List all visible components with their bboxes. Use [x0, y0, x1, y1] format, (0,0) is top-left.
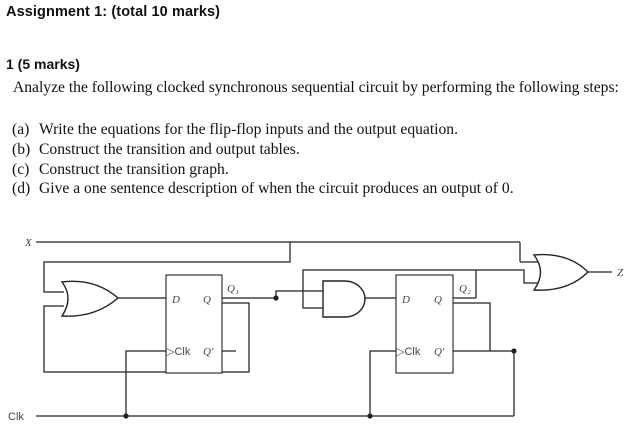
input-x-label: X — [24, 237, 33, 249]
ff1-qbar-label: Q′ — [203, 346, 214, 358]
step-letter: (c) — [12, 160, 30, 178]
junction-dot — [511, 348, 517, 354]
flip-flop-1 — [165, 274, 223, 374]
junction-dot — [273, 295, 279, 301]
step-c: (c) Construct the transition graph. — [12, 160, 514, 180]
clock-label: Clk — [8, 411, 24, 423]
circuit-wires — [36, 241, 612, 417]
step-text: Give a one sentence description of when … — [39, 180, 514, 198]
step-text: Construct the transition graph. — [39, 160, 229, 178]
question-intro: Analyze the following clocked synchronou… — [13, 79, 619, 96]
step-b: (b) Construct the transition and output t… — [12, 140, 514, 160]
step-letter: (a) — [12, 121, 30, 138]
step-a: (a) Write the equations for the flip-flop… — [12, 120, 514, 140]
output-z-label: Z — [617, 267, 624, 279]
assignment-title: Assignment 1: (total 10 marks) — [6, 4, 221, 20]
ff2-state-label: Q₂ — [459, 283, 471, 295]
steps-list: (a) Write the equations for the flip-flop… — [12, 120, 514, 199]
question-number: 1 (5 marks) — [6, 56, 80, 72]
flip-flop-2 — [395, 274, 454, 374]
or-gate-2 — [532, 253, 589, 291]
ff1-state-label: Q₁ — [227, 283, 239, 295]
step-d: (d) Give a one sentence description of wh… — [12, 179, 514, 199]
or-gate-1 — [60, 280, 120, 317]
ff2-clk-label: ▷Clk — [396, 346, 421, 358]
step-text: Construct the transition and output tabl… — [39, 140, 300, 158]
ff2-qbar-label: Q′ — [434, 346, 445, 358]
step-letter: (d) — [12, 180, 31, 198]
junction-dot — [123, 413, 129, 419]
ff1-clk-label: ▷Clk — [166, 346, 191, 358]
ff1-q-label: Q — [203, 294, 211, 306]
step-text: Write the equations for the flip-flop in… — [39, 121, 459, 138]
step-letter: (b) — [12, 140, 31, 158]
and-gate — [322, 280, 366, 318]
ff2-d-label: D — [401, 294, 410, 306]
ff1-d-label: D — [171, 294, 180, 306]
junction-dot — [367, 413, 373, 419]
ff2-q-label: Q — [434, 294, 442, 306]
